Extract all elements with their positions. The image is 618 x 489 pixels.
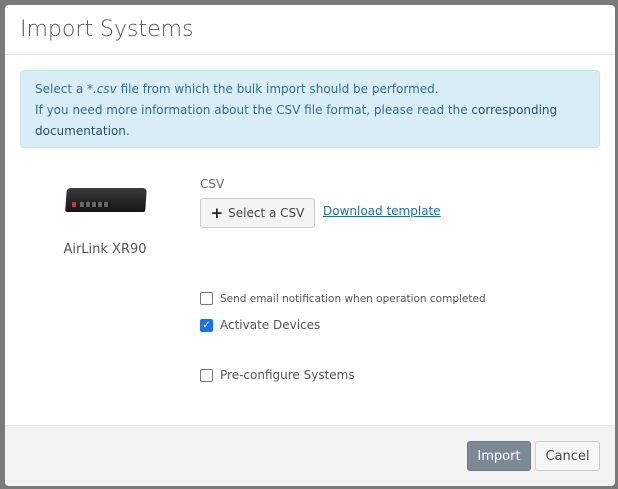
router-image [62,182,148,218]
alert-text: . [125,124,130,138]
checkbox-label: Pre-configure Systems [220,368,355,382]
csv-label: CSV [200,177,225,191]
select-csv-button[interactable]: + Select a CSV [200,198,315,228]
email-notification-checkbox[interactable]: Send email notification when operation c… [200,292,486,305]
plus-icon: + [210,204,224,222]
documentation-link[interactable]: corresponding documentation [35,103,558,138]
checkbox-unchecked-icon[interactable] [200,368,213,382]
alert-text: file from which the bulk import should b… [116,82,439,96]
device-card: AirLink XR90 [55,182,155,257]
alert-text: If you need more information about the C… [35,103,472,117]
device-name: AirLink XR90 [63,242,147,257]
alert-csv-ext: *.csv [87,82,117,96]
download-template-link[interactable]: Download template [323,204,441,218]
info-alert: Select a *.csv file from which the bulk … [20,70,600,148]
preconfigure-systems-checkbox[interactable]: Pre-configure Systems [200,368,355,382]
cancel-button[interactable]: Cancel [535,441,600,471]
checkbox-unchecked-icon[interactable] [200,292,213,305]
import-systems-dialog: Import Systems Select a *.csv file from … [5,5,615,486]
select-csv-label: Select a CSV [228,206,305,220]
checkbox-label: Send email notification when operation c… [220,292,486,305]
checkbox-checked-icon[interactable]: ✓ [200,318,213,332]
import-button[interactable]: Import [467,441,531,471]
activate-devices-checkbox[interactable]: ✓ Activate Devices [200,318,320,332]
dialog-title: Import Systems [20,17,194,42]
checkbox-label: Activate Devices [220,318,321,332]
alert-text: Select a [35,82,88,96]
dialog-header: Import Systems [5,5,615,55]
dialog-footer: Import Cancel [5,425,615,486]
